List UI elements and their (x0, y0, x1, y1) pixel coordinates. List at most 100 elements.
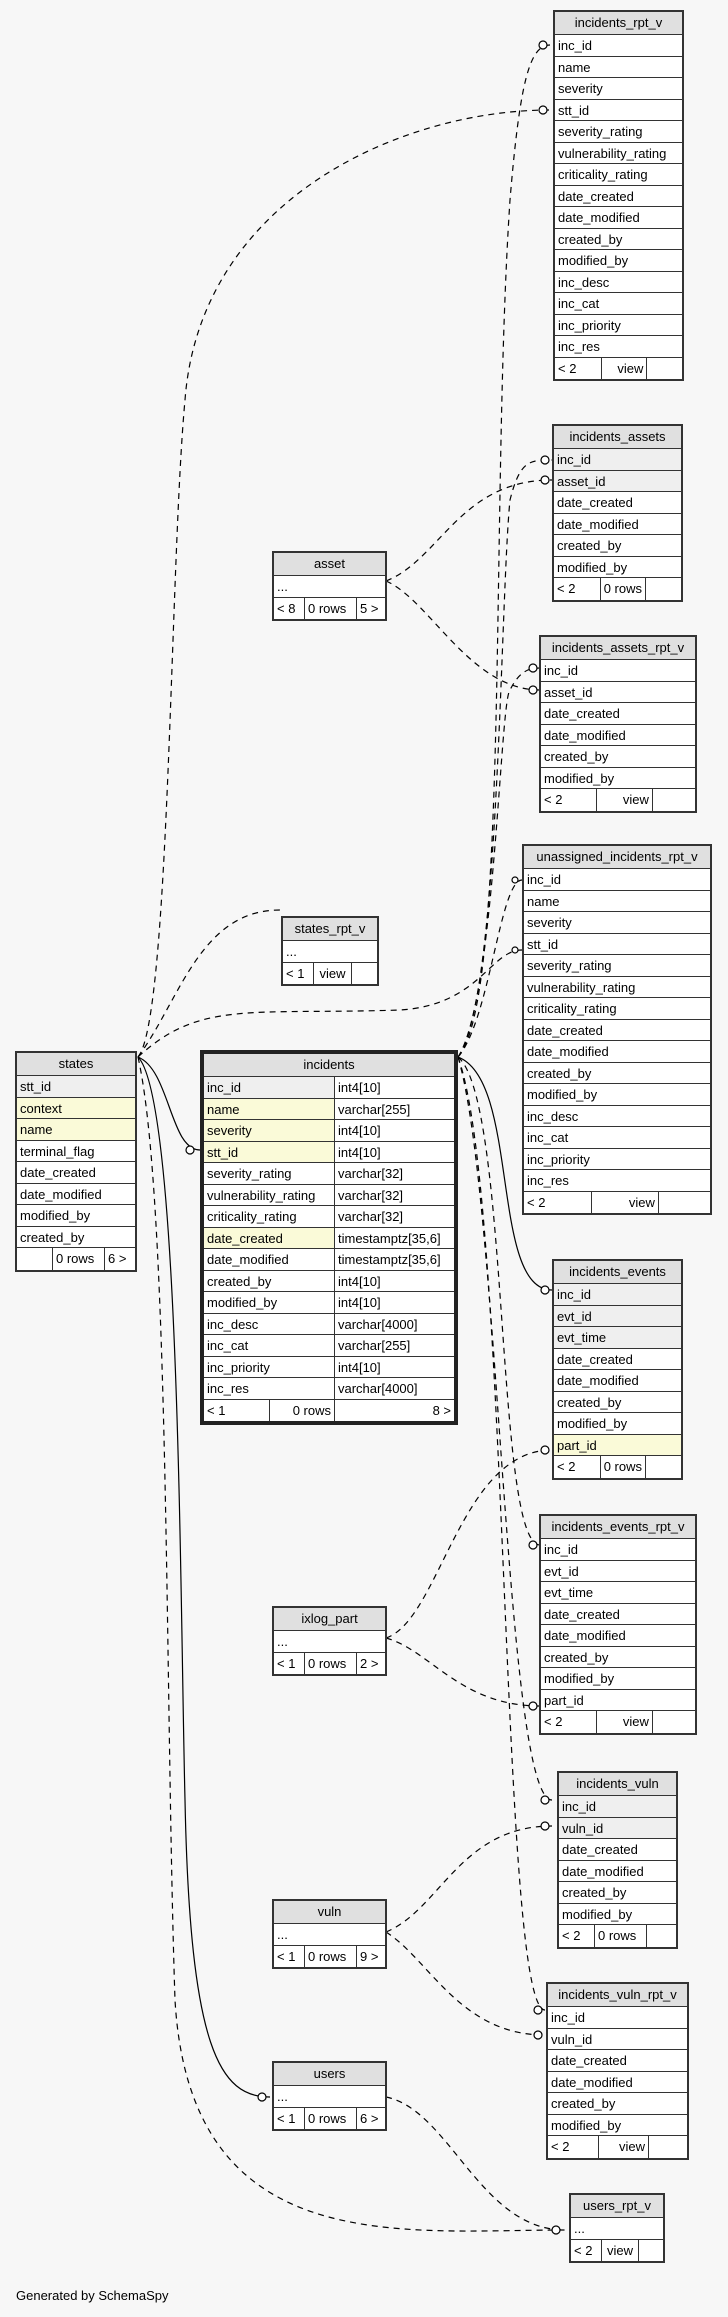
column-row[interactable]: inc_desc (524, 1106, 710, 1127)
column-row[interactable]: date_created (559, 1839, 676, 1861)
parents-count[interactable]: < 1 (277, 2110, 296, 2126)
table-title[interactable]: incidents_vuln_rpt_v (548, 1984, 687, 2007)
table-title[interactable]: states_rpt_v (283, 918, 377, 941)
parents-count[interactable]: < 2 (557, 581, 576, 596)
column-row[interactable]: ... (571, 2218, 663, 2240)
column-row[interactable]: modified_by (554, 1413, 681, 1435)
column-row[interactable]: date_modified (559, 1861, 676, 1882)
column-row[interactable]: created_by (524, 1063, 710, 1084)
table-title[interactable]: incidents_events_rpt_v (541, 1516, 695, 1539)
column-row[interactable]: severity (524, 912, 710, 934)
column-row[interactable]: inc_cat (555, 293, 682, 315)
column-row[interactable]: date_modified (17, 1184, 135, 1205)
parents-count[interactable]: < 2 (544, 1714, 563, 1729)
column-row[interactable]: name (17, 1119, 135, 1141)
column-row[interactable]: date_created (541, 703, 695, 725)
column-row[interactable]: created_by (541, 1647, 695, 1668)
column-row[interactable]: inc_id (554, 1284, 681, 1306)
column-row[interactable]: inc_id (559, 1796, 676, 1818)
column-row[interactable]: inc_res (524, 1170, 710, 1192)
column-row[interactable]: created_by (548, 2093, 687, 2115)
column-row[interactable]: created_by (555, 229, 682, 250)
table-title[interactable]: incidents_assets_rpt_v (541, 637, 695, 660)
column-row[interactable]: asset_id (554, 470, 681, 492)
column-row[interactable]: date_created (554, 492, 681, 514)
children-count[interactable] (648, 2136, 687, 2158)
table-title[interactable]: states (17, 1053, 135, 1076)
column-row[interactable]: modified_by (541, 768, 695, 789)
column-row[interactable]: severity_rating (524, 955, 710, 977)
children-count[interactable]: 5 > (356, 597, 385, 619)
table-title[interactable]: users (274, 2063, 385, 2086)
table-title[interactable]: incidents_events (554, 1261, 681, 1284)
children-count[interactable]: 9 > (356, 1945, 385, 1967)
column-row[interactable]: modified_by (559, 1904, 676, 1925)
column-row[interactable]: date_modified (548, 2072, 687, 2093)
parents-count[interactable]: < 2 (562, 1928, 581, 1943)
column-row[interactable]: modified_by (554, 557, 681, 578)
column-row[interactable]: ... (274, 1924, 385, 1946)
children-count[interactable] (638, 2239, 663, 2261)
column-row[interactable]: inc_res (555, 336, 682, 358)
column-row[interactable]: created_by (17, 1227, 135, 1248)
column-row[interactable]: created_by (559, 1882, 676, 1904)
parents-count[interactable]: < 1 (277, 1948, 296, 1964)
column-row[interactable]: criticality_rating (555, 164, 682, 186)
table-title[interactable]: asset (274, 553, 385, 576)
column-row[interactable]: date_created (17, 1162, 135, 1184)
column-row[interactable]: date_modified (555, 207, 682, 229)
parents-count[interactable]: < 2 (544, 792, 563, 807)
column-row[interactable]: date_modified (554, 1370, 681, 1392)
column-row[interactable]: ... (274, 576, 385, 598)
column-row[interactable]: date_modified (524, 1041, 710, 1063)
parents-count[interactable]: < 1 (277, 1655, 296, 1671)
children-count[interactable] (646, 357, 682, 379)
column-row[interactable]: asset_id (541, 682, 695, 703)
column-row[interactable]: inc_id (524, 869, 710, 891)
column-row[interactable]: inc_id (548, 2007, 687, 2029)
column-row[interactable]: inc_priority (555, 315, 682, 336)
column-row[interactable]: criticality_rating (524, 998, 710, 1020)
column-row[interactable]: name (555, 57, 682, 78)
table-title[interactable]: vuln (274, 1901, 385, 1924)
column-row[interactable]: name (524, 891, 710, 912)
column-row[interactable]: inc_cat (524, 1127, 710, 1149)
children-count[interactable]: 6 > (356, 2107, 385, 2129)
children-count[interactable] (657, 1191, 710, 1213)
column-row[interactable]: terminal_flag (17, 1141, 135, 1162)
parents-count[interactable]: < 2 (527, 1194, 546, 1210)
parents-count[interactable]: < 2 (558, 360, 577, 376)
column-row[interactable]: part_id (554, 1434, 681, 1456)
column-row[interactable]: inc_id (554, 449, 681, 471)
column-row[interactable]: modified_by (555, 250, 682, 272)
column-row[interactable]: created_by (541, 746, 695, 768)
column-row[interactable]: vuln_id (548, 2029, 687, 2050)
parents-count[interactable]: < 2 (574, 2242, 593, 2258)
column-row[interactable]: evt_id (554, 1305, 681, 1327)
parents-count[interactable] (17, 1248, 52, 1270)
column-row[interactable]: inc_priority (524, 1149, 710, 1170)
column-row[interactable]: stt_id (17, 1076, 135, 1098)
table-title[interactable]: incidents (204, 1054, 454, 1077)
column-row[interactable]: severity_rating (555, 121, 682, 143)
parents-count[interactable]: < 2 (551, 2139, 570, 2154)
parents-count[interactable]: < 1 (286, 965, 305, 981)
